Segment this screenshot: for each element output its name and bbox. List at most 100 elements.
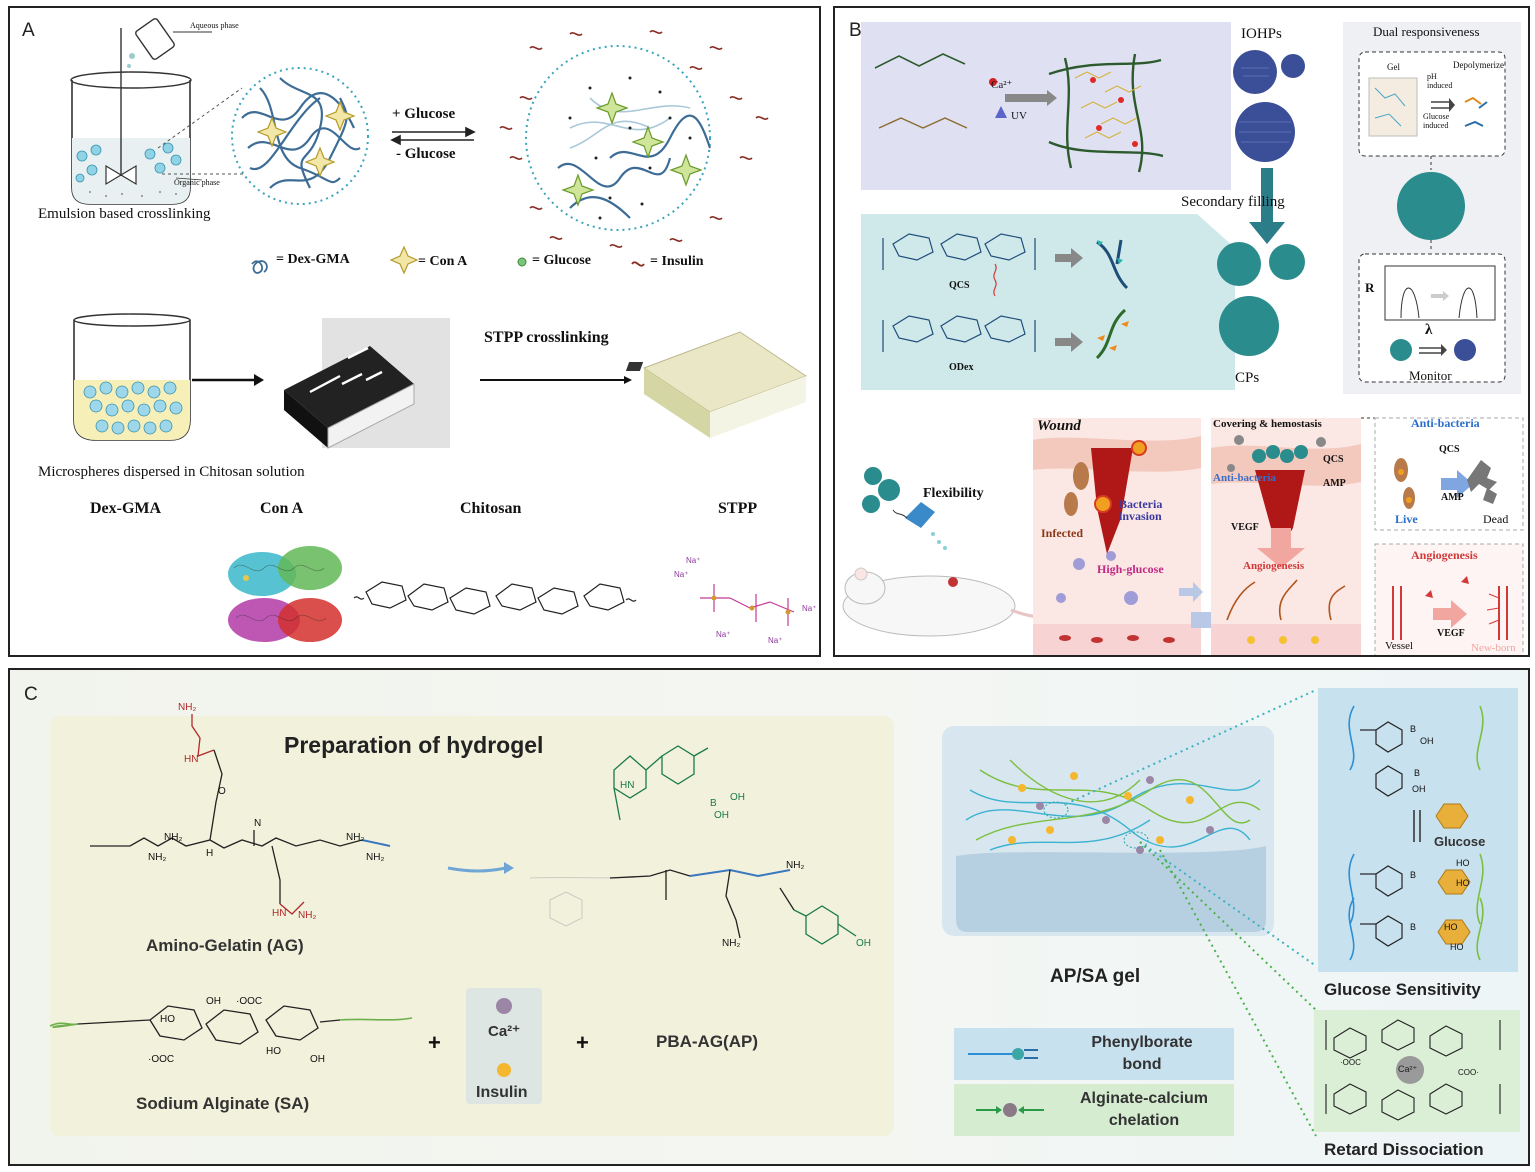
ho-label: HO bbox=[1450, 942, 1464, 952]
b-label: B bbox=[1410, 724, 1417, 734]
nh2-label: NH₂ bbox=[148, 852, 167, 863]
infected-label: Infected bbox=[1041, 526, 1083, 540]
r-label: R bbox=[1365, 280, 1375, 295]
nh2-label: NH₂ bbox=[366, 852, 385, 863]
hn-label: HN bbox=[620, 780, 635, 791]
b-label: B bbox=[1410, 870, 1417, 880]
emulsion-beaker-icon bbox=[70, 28, 203, 205]
ho-label: HO bbox=[266, 1046, 281, 1057]
name-dex-gma: Dex-GMA bbox=[90, 500, 162, 517]
crosslinked-block bbox=[625, 331, 808, 438]
stpp-crosslinking-label: STPP crosslinking bbox=[484, 329, 609, 346]
ho-label: HO bbox=[1456, 858, 1470, 868]
plus-sign: + bbox=[428, 1030, 441, 1055]
angiogenesis-label: Angiogenesis bbox=[1411, 548, 1478, 562]
ho-label: HO bbox=[160, 1014, 175, 1025]
na-label: Na⁺ bbox=[674, 570, 689, 579]
dual-responsiveness-label: Dual responsiveness bbox=[1373, 24, 1480, 39]
oh-label: OH bbox=[1412, 784, 1426, 794]
nh2-label: NH₂ bbox=[722, 938, 741, 949]
plus-sign: + bbox=[576, 1030, 589, 1055]
ph-induced-label: pH induced bbox=[1427, 72, 1453, 90]
qcs-mid-label: QCS bbox=[1323, 454, 1344, 465]
ap-sa-gel-block bbox=[942, 726, 1274, 936]
oh-label: OH bbox=[730, 792, 745, 803]
mold-block bbox=[284, 318, 450, 449]
odex-label: ODex bbox=[949, 362, 974, 373]
nh2-label: NH₂ bbox=[346, 832, 365, 843]
b-label: B bbox=[1414, 768, 1421, 778]
plus-glucose-label: + Glucose bbox=[392, 106, 456, 122]
insulin-label: Insulin bbox=[476, 1084, 528, 1101]
oh-label: OH bbox=[1420, 736, 1434, 746]
ooc-label: ·OOC bbox=[1340, 1058, 1361, 1067]
monitor-label: Monitor bbox=[1409, 368, 1452, 383]
alginate-calcium-icon bbox=[976, 1103, 1044, 1117]
iohp-spheres bbox=[1233, 50, 1305, 162]
iohp-synthesis-box bbox=[861, 22, 1197, 190]
panel-label: A bbox=[22, 20, 35, 41]
na-label: Na⁺ bbox=[716, 630, 731, 639]
swollen-network-zoom bbox=[499, 30, 769, 248]
dead-label: Dead bbox=[1483, 512, 1509, 526]
hn-label: HN bbox=[272, 908, 287, 919]
cp-sphere-monitor bbox=[1397, 172, 1465, 240]
secondary-filling-label: Secondary filling bbox=[1181, 194, 1285, 210]
na-label: Na⁺ bbox=[802, 604, 817, 613]
na-label: Na⁺ bbox=[768, 636, 783, 645]
anti-bacteria-label: Anti-bacteria bbox=[1411, 416, 1480, 430]
wound-panel bbox=[1033, 418, 1201, 655]
legend-insulin: = Insulin bbox=[650, 254, 704, 269]
covering-panel bbox=[1211, 418, 1361, 655]
con-a-icon bbox=[389, 245, 419, 275]
ooc-label: ·OOC bbox=[148, 1054, 175, 1065]
legend-con-a: = Con A bbox=[418, 254, 468, 269]
b-label: B bbox=[710, 798, 717, 809]
high-glucose-label: High-glucose bbox=[1097, 562, 1164, 576]
panel-label: C bbox=[24, 684, 38, 705]
minus-glucose-label: - Glucose bbox=[396, 146, 456, 162]
pba-ag-structure bbox=[613, 745, 709, 821]
ho-label: HO bbox=[1444, 922, 1458, 932]
glucose-label: Glucose bbox=[1434, 834, 1486, 849]
ap-sa-gel-label: AP/SA gel bbox=[1050, 966, 1141, 987]
preparation-title: Preparation of hydrogel bbox=[284, 732, 544, 758]
pba-ag-label: PBA-AG(AP) bbox=[656, 1032, 758, 1051]
retard-dissociation-label: Retard Dissociation bbox=[1324, 1140, 1484, 1159]
organic-phase-label: Organic phase bbox=[174, 178, 220, 187]
na-label: Na⁺ bbox=[686, 556, 701, 565]
legend-dex-gma: = Dex-GMA bbox=[276, 252, 350, 267]
ca-label: Ca²⁺ bbox=[991, 79, 1013, 91]
panel-c-drawing bbox=[49, 688, 1520, 1137]
stpp-structure bbox=[700, 584, 795, 626]
insulin-icon bbox=[631, 261, 645, 267]
ca-center-label: Ca²⁺ bbox=[1398, 1064, 1418, 1074]
amp-mid-label: AMP bbox=[1323, 478, 1346, 489]
anti-bacteria-mid-label: Anti-bacteria bbox=[1213, 472, 1276, 484]
phenylborate-bond-label: Phenylborate bond bbox=[1091, 1034, 1193, 1073]
glucose-icon bbox=[517, 257, 527, 267]
phenylborate-bond-icon bbox=[968, 1048, 1038, 1060]
panel-b-drawing bbox=[842, 22, 1524, 655]
vegf-mid-label: VEGF bbox=[1231, 522, 1259, 533]
lambda-label: λ bbox=[1425, 322, 1433, 338]
chitosan-structure bbox=[353, 581, 637, 615]
microspheres-caption: Microspheres dispersed in Chitosan solut… bbox=[38, 464, 305, 480]
vegf-right-label: VEGF bbox=[1437, 628, 1465, 639]
qcs-right-label: QCS bbox=[1439, 444, 1460, 455]
ho-label: HO bbox=[1456, 878, 1470, 888]
cp-spheres bbox=[1217, 242, 1305, 356]
coo-label: COO· bbox=[1458, 1068, 1479, 1077]
iohps-label: IOHPs bbox=[1241, 26, 1282, 42]
sodium-alginate-structure bbox=[77, 1005, 341, 1045]
ooc-label: ·OOC bbox=[236, 996, 263, 1007]
cps-label: CPs bbox=[1235, 370, 1260, 386]
panel-c: C bbox=[8, 668, 1530, 1166]
syringe-icon bbox=[905, 502, 935, 528]
gel-network-zoom bbox=[231, 67, 369, 205]
amino-gelatin-label: Amino-Gelatin (AG) bbox=[146, 936, 304, 955]
vessel-label: Vessel bbox=[1385, 640, 1414, 652]
covering-label: Covering & hemostasis bbox=[1213, 418, 1322, 430]
aqueous-phase-label: Aqueous phase bbox=[190, 21, 239, 30]
panel-label: B bbox=[849, 20, 862, 41]
